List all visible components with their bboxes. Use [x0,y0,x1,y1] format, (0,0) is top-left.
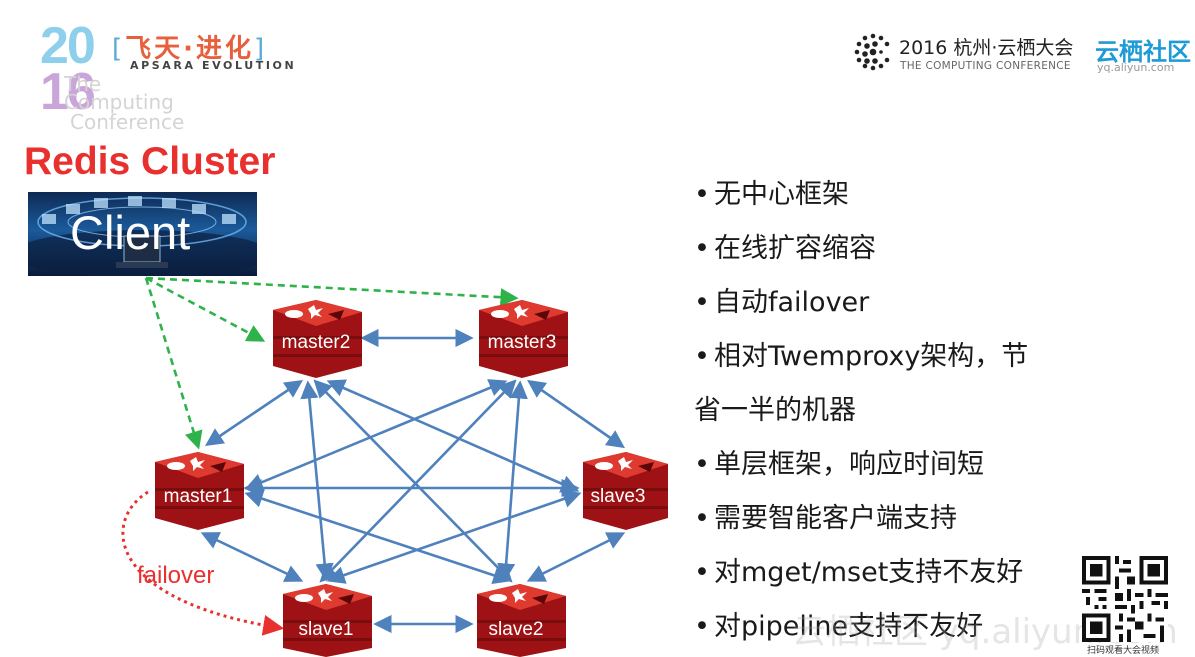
bullet-marker: • [694,557,710,588]
feature-item: •需要智能客户端支持 [694,492,1094,546]
link-master3-slave3 [527,379,625,449]
community-brand: 云栖社区 [1095,38,1191,66]
client-arrow-to-master2 [145,276,266,342]
client-label: Client [70,206,191,259]
slogan-bracket-left: [ [112,34,126,64]
feature-item: •在线扩容缩容 [694,222,1094,276]
logo-slogan-cn: [飞天·进化] [112,28,267,65]
conference-title: 2016 杭州·云栖大会 [899,37,1074,59]
cluster-diagram: master2 master3 master1 slave3 [121,276,668,657]
logo-year-bottom: 16 [40,63,96,121]
link-slave3-slave1 [326,490,582,584]
node-master1-label: master1 [164,486,233,507]
feature-item-continuation: 省一半的机器 [694,384,1094,438]
failover-arrow [121,490,285,636]
feature-text: 相对Twemproxy架构，节 [714,341,1029,372]
failover-label: failover [137,562,215,589]
node-slave1-label: slave1 [299,619,354,640]
bullet-marker: • [694,503,710,534]
bullet-marker: • [694,449,710,480]
qr-caption: 扫码观看大会视频 [1087,646,1160,656]
client-arrow-to-master3 [145,276,519,307]
node-master1: master1 [155,452,244,530]
client-arrow-to-master1 [144,277,203,450]
node-slave2-label: slave2 [489,619,544,640]
logo-year-top: 20 [40,17,96,75]
node-slave2: slave2 [477,584,566,657]
node-master2: master2 [273,300,362,378]
feature-text: 对pipeline支持不友好 [714,611,984,642]
feature-text: 需要智能客户端支持 [714,503,957,534]
client-network-illustration [28,196,257,276]
link-master2-slave3 [326,379,580,493]
feature-text: 省一半的机器 [694,395,856,426]
page-title: Redis Cluster [24,140,276,183]
client-image: Client [28,192,257,276]
feature-text: 单层框架，响应时间短 [714,449,984,480]
feature-item: •无中心框架 [694,168,1094,222]
qr-code-icon [1082,556,1168,642]
node-master3: master3 [479,300,568,378]
bullet-marker: • [694,287,710,318]
node-slave3: slave3 [583,452,668,530]
community-url: yq.aliyun.com [1097,61,1175,74]
conference-subtitle: THE COMPUTING CONFERENCE [900,60,1071,72]
node-slave1: slave1 [283,584,372,657]
feature-list: •无中心框架 •在线扩容缩容 •自动failover •相对Twemproxy架… [694,168,1094,654]
logo-slogan-en: APSARA EVOLUTION [130,59,297,72]
feature-item: •对mget/mset支持不友好 [694,546,1094,600]
event-logo: 20 16 The Computing Conference [飞天·进化] A… [40,17,320,132]
logo-ghost-line-3: Conference [70,110,185,134]
feature-item: •对pipeline支持不友好 [694,600,1094,654]
bullet-marker: • [694,233,710,264]
link-master2-master1 [204,379,304,447]
feature-text: 无中心框架 [714,179,849,210]
link-slave3-slave2 [526,532,626,582]
logo-ghost-line-2: Computing [64,90,174,114]
conference-mark-icon [854,33,890,71]
feature-item: •自动failover [694,276,1094,330]
logo-ghost-line-1: The [64,72,102,96]
node-master2-label: master2 [282,332,351,353]
link-master3-master1 [244,379,508,491]
node-slave3-label: slave3 [591,486,646,507]
slogan-bracket-right: ] [254,34,268,64]
link-master1-slave1 [200,532,304,582]
link-master2-slave1 [300,380,334,582]
bullet-marker: • [694,611,710,642]
feature-text: 在线扩容缩容 [714,233,876,264]
feature-item: •单层框架，响应时间短 [694,438,1094,492]
feature-item: •相对Twemproxy架构，节 [694,330,1094,384]
feature-text: 对mget/mset支持不友好 [714,557,1024,588]
feature-text: 自动failover [714,287,870,318]
bullet-marker: • [694,341,710,372]
link-master3-slave2 [497,380,528,582]
node-master3-label: master3 [488,332,557,353]
bullet-marker: • [694,179,710,210]
slogan-text: 飞天·进化 [125,34,255,64]
